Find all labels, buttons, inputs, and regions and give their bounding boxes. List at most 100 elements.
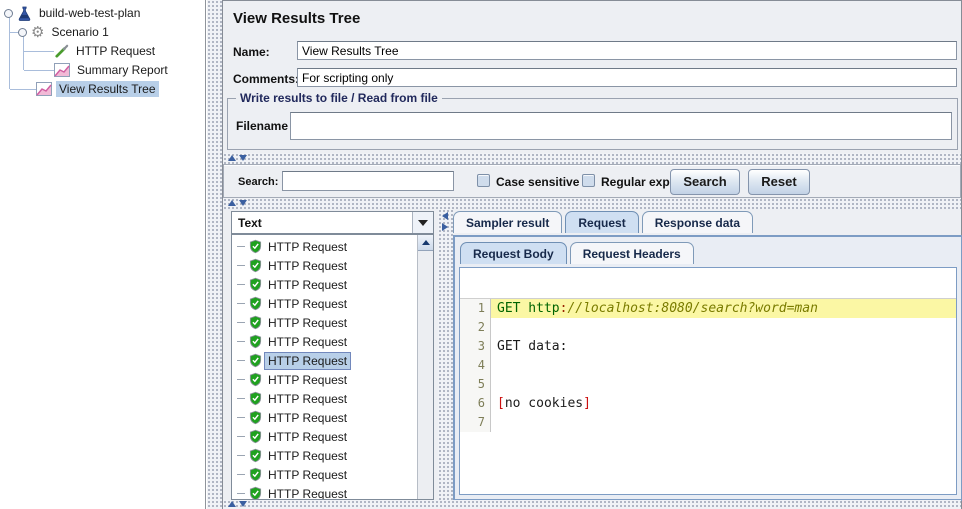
collapse-down-icon[interactable] [239, 155, 247, 161]
result-item[interactable]: HTTP Request [232, 465, 417, 484]
tree-connector [23, 33, 24, 70]
tree-node-label: HTTP Request [76, 44, 156, 58]
tree-connector [24, 70, 54, 71]
success-shield-icon [249, 239, 262, 254]
result-item[interactable]: HTTP Request [232, 313, 417, 332]
horizontal-splitter[interactable] [223, 153, 961, 164]
result-item-label: HTTP Request [268, 296, 348, 311]
result-item-label: HTTP Request [268, 448, 348, 463]
result-item-label: HTTP Request [268, 429, 348, 444]
scroll-up-button[interactable] [418, 235, 433, 251]
search-button[interactable]: Search [670, 169, 740, 195]
gear-icon: ⚙ [31, 23, 45, 41]
reset-button[interactable]: Reset [748, 169, 810, 195]
collapse-up-icon[interactable] [228, 501, 236, 507]
tree-connector [10, 32, 18, 33]
comments-input[interactable] [297, 68, 957, 87]
tree-branch-line [237, 398, 245, 399]
code-line: [no cookies] [497, 396, 591, 411]
tree-connector [9, 14, 10, 89]
filename-input[interactable] [290, 112, 952, 140]
tree-node-view-results-tree[interactable]: View Results Tree [36, 80, 159, 98]
collapse-left-icon[interactable] [442, 212, 448, 220]
results-vertical-splitter[interactable] [438, 209, 453, 501]
success-shield-icon [249, 334, 262, 349]
chart-icon [36, 82, 52, 96]
success-shield-icon [249, 258, 262, 273]
tab-sampler-result[interactable]: Sampler result [453, 211, 563, 233]
line-number: 7 [477, 415, 485, 429]
tree-node-label: View Results Tree [56, 81, 159, 97]
collapse-right-icon[interactable] [442, 223, 448, 231]
code-line [491, 413, 956, 432]
tree-node-label: Scenario 1 [51, 25, 109, 39]
result-tabs: Sampler result Request Response data [453, 211, 756, 233]
main-vertical-splitter[interactable] [207, 0, 222, 509]
test-plan-flask-icon [17, 6, 32, 21]
line-number: 4 [477, 358, 485, 372]
view-mode-value: Text [238, 215, 262, 230]
result-item[interactable]: HTTP Request [232, 294, 417, 313]
line-number: 3 [477, 339, 485, 353]
result-item[interactable]: HTTP Request [232, 351, 417, 370]
result-item[interactable]: HTTP Request [232, 408, 417, 427]
success-shield-icon [249, 353, 262, 368]
view-results-tree-panel: View Results Tree Name: Comments: Write … [222, 0, 962, 509]
result-item[interactable]: HTTP Request [232, 427, 417, 446]
tree-toggle-icon[interactable] [4, 8, 13, 18]
view-mode-dropdown[interactable]: Text [231, 211, 434, 234]
result-item[interactable]: HTTP Request [232, 275, 417, 294]
results-scrollbar[interactable] [417, 235, 433, 499]
result-detail-panel: Sampler result Request Response data Req… [453, 209, 962, 501]
regular-exp-checkbox[interactable] [582, 174, 595, 187]
tab-request-headers[interactable]: Request Headers [569, 242, 694, 264]
result-item-label: HTTP Request [263, 351, 352, 370]
name-input[interactable] [297, 41, 957, 60]
tree-branch-line [237, 474, 245, 475]
group-title: Write results to file / Read from file [236, 91, 442, 105]
tree-branch-line [237, 379, 245, 380]
result-item[interactable]: HTTP Request [232, 256, 417, 275]
code-line: GET data: [497, 339, 568, 354]
tree-node-label: Summary Report [77, 63, 168, 77]
result-item-label: HTTP Request [268, 277, 348, 292]
success-shield-icon [249, 296, 262, 311]
horizontal-splitter[interactable] [223, 198, 961, 209]
tree-node-scenario[interactable]: ⚙ Scenario 1 [18, 23, 112, 41]
bottom-splitter[interactable] [223, 500, 961, 509]
tab-request[interactable]: Request [565, 211, 639, 233]
result-item[interactable]: HTTP Request [232, 389, 417, 408]
result-item-label: HTTP Request [268, 258, 348, 273]
success-shield-icon [249, 391, 262, 406]
tree-node-summary-report[interactable]: Summary Report [54, 61, 171, 79]
collapse-up-icon[interactable] [228, 200, 236, 206]
result-item[interactable]: HTTP Request [232, 370, 417, 389]
regular-exp-label: Regular exp. [601, 175, 674, 189]
collapse-down-icon[interactable] [239, 501, 247, 507]
chart-icon [54, 63, 70, 77]
line-number: 1 [477, 301, 485, 315]
tree-node-test-plan[interactable]: build-web-test-plan [4, 4, 143, 22]
tree-branch-line [237, 493, 245, 494]
result-item[interactable]: HTTP Request [232, 484, 417, 499]
tab-request-body[interactable]: Request Body [460, 242, 567, 264]
sampler-dropper-icon [54, 44, 69, 59]
tree-toggle-icon[interactable] [18, 27, 27, 37]
collapse-up-icon[interactable] [228, 155, 236, 161]
code-area[interactable]: GET http://localhost:8080/search?word=ma… [491, 299, 956, 432]
result-item[interactable]: HTTP Request [232, 332, 417, 351]
case-sensitive-checkbox[interactable] [477, 174, 490, 187]
write-results-group: Write results to file / Read from file F… [227, 91, 958, 150]
success-shield-icon [249, 448, 262, 463]
result-item[interactable]: HTTP Request [232, 237, 417, 256]
collapse-down-icon[interactable] [239, 200, 247, 206]
tab-response-data[interactable]: Response data [641, 211, 754, 233]
tree-node-http-request[interactable]: HTTP Request [54, 42, 158, 60]
dropdown-button[interactable] [412, 212, 433, 233]
success-shield-icon [249, 486, 262, 499]
search-input[interactable] [282, 171, 454, 191]
result-item[interactable]: HTTP Request [232, 446, 417, 465]
